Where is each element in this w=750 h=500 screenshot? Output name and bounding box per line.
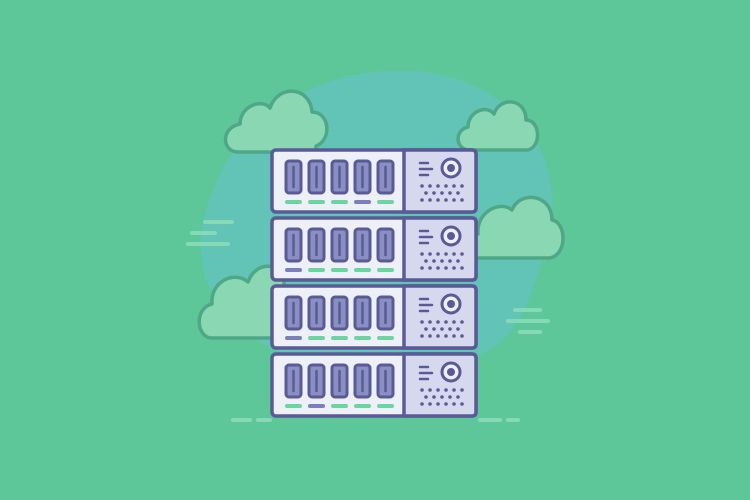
- vent-dot: [420, 388, 424, 392]
- vent-dot: [424, 327, 428, 331]
- vent-dot: [428, 266, 432, 270]
- vent-dot: [460, 266, 464, 270]
- vent-dot: [444, 184, 448, 188]
- vent-dot: [460, 184, 464, 188]
- vent-dot: [432, 191, 436, 195]
- vent-dot: [460, 198, 464, 202]
- vent-dot: [436, 334, 440, 338]
- vent-dot: [436, 198, 440, 202]
- cloud-icon: [223, 89, 329, 154]
- vent-dot: [444, 334, 448, 338]
- vent-dot: [432, 259, 436, 263]
- vent-dot: [452, 184, 456, 188]
- server-control-panel: [402, 284, 478, 350]
- vent-dot: [420, 402, 424, 406]
- vent-dot: [420, 184, 424, 188]
- vent-dot: [452, 198, 456, 202]
- vent-dot: [428, 388, 432, 392]
- vent-dot: [436, 320, 440, 324]
- vent-dot: [428, 198, 432, 202]
- vent-dot: [432, 395, 436, 399]
- server-unit: [270, 148, 478, 214]
- vent-dot: [428, 184, 432, 188]
- vent-dot: [428, 402, 432, 406]
- vent-dot: [452, 402, 456, 406]
- cloud-icon: [456, 100, 540, 152]
- vent-dot: [452, 388, 456, 392]
- server-unit: [270, 216, 478, 282]
- vent-dot: [460, 388, 464, 392]
- server-unit: [270, 284, 478, 350]
- vent-dot: [424, 395, 428, 399]
- vent-dot: [452, 320, 456, 324]
- vent-dot: [428, 334, 432, 338]
- vent-dot: [448, 327, 452, 331]
- vent-dot: [444, 388, 448, 392]
- vent-dot: [444, 198, 448, 202]
- vent-dot: [420, 334, 424, 338]
- vent-dot: [428, 252, 432, 256]
- vent-dot: [456, 395, 460, 399]
- vent-dot: [456, 259, 460, 263]
- power-button-core: [447, 300, 455, 308]
- vent-dot: [436, 252, 440, 256]
- vent-dot: [436, 184, 440, 188]
- vent-dot: [444, 320, 448, 324]
- vent-dot: [460, 320, 464, 324]
- vent-dot: [448, 259, 452, 263]
- vent-dot: [456, 327, 460, 331]
- server-control-panel: [402, 216, 478, 282]
- vent-dot: [440, 191, 444, 195]
- vent-dot: [444, 402, 448, 406]
- vent-dot: [460, 252, 464, 256]
- vent-dot: [444, 266, 448, 270]
- vent-dot: [428, 320, 432, 324]
- vent-dot: [448, 395, 452, 399]
- vent-dot: [440, 395, 444, 399]
- server-unit: [270, 352, 478, 418]
- vent-dot: [440, 259, 444, 263]
- vent-dot: [452, 266, 456, 270]
- vent-dot: [424, 191, 428, 195]
- server-control-panel: [402, 352, 478, 418]
- vent-dot: [460, 402, 464, 406]
- power-button-core: [447, 368, 455, 376]
- vent-dot: [436, 402, 440, 406]
- vent-dot: [436, 388, 440, 392]
- power-button-core: [447, 164, 455, 172]
- vent-dot: [452, 252, 456, 256]
- vent-dot: [440, 327, 444, 331]
- vent-dot: [444, 252, 448, 256]
- power-button-core: [447, 232, 455, 240]
- vent-dot: [432, 327, 436, 331]
- server-control-panel: [402, 148, 478, 214]
- vent-dot: [424, 259, 428, 263]
- server-rack: [270, 148, 478, 418]
- vent-dot: [460, 334, 464, 338]
- vent-dot: [420, 266, 424, 270]
- vent-dot: [456, 191, 460, 195]
- vent-dot: [452, 334, 456, 338]
- vent-dot: [420, 320, 424, 324]
- vent-dot: [420, 198, 424, 202]
- speed-lines: [186, 220, 550, 422]
- vent-dot: [436, 266, 440, 270]
- vent-dot: [448, 191, 452, 195]
- vent-dot: [420, 252, 424, 256]
